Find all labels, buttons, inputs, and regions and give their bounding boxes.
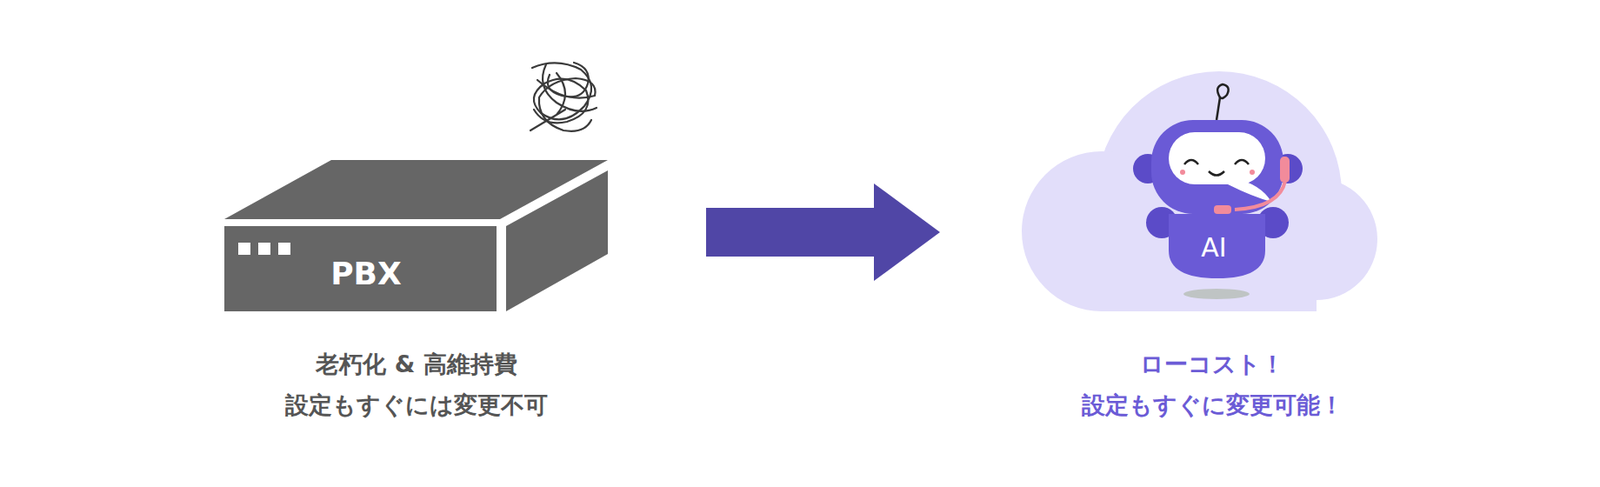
box-led xyxy=(238,242,251,255)
pbx-box: PBX xyxy=(224,226,497,312)
caption-text: ローコスト！ xyxy=(1140,348,1285,380)
scribble xyxy=(530,62,597,132)
caption-text: 設定もすぐには変更不可 xyxy=(285,389,548,421)
robot-label: AI xyxy=(1200,232,1227,263)
box-label: PBX xyxy=(330,255,402,292)
box-front xyxy=(224,226,497,312)
cloud xyxy=(1021,71,1378,317)
box-led xyxy=(278,242,291,255)
block-arrow xyxy=(706,183,940,281)
box-side xyxy=(506,170,608,312)
ai-cloud: AI xyxy=(1023,71,1378,312)
pbx-box xyxy=(224,160,608,312)
caption-text: 設定もすぐに変更可能！ xyxy=(1081,389,1344,421)
caption-text: 老朽化 & 高維持費 xyxy=(315,348,517,380)
robot xyxy=(1133,84,1303,300)
box-led xyxy=(258,242,271,255)
